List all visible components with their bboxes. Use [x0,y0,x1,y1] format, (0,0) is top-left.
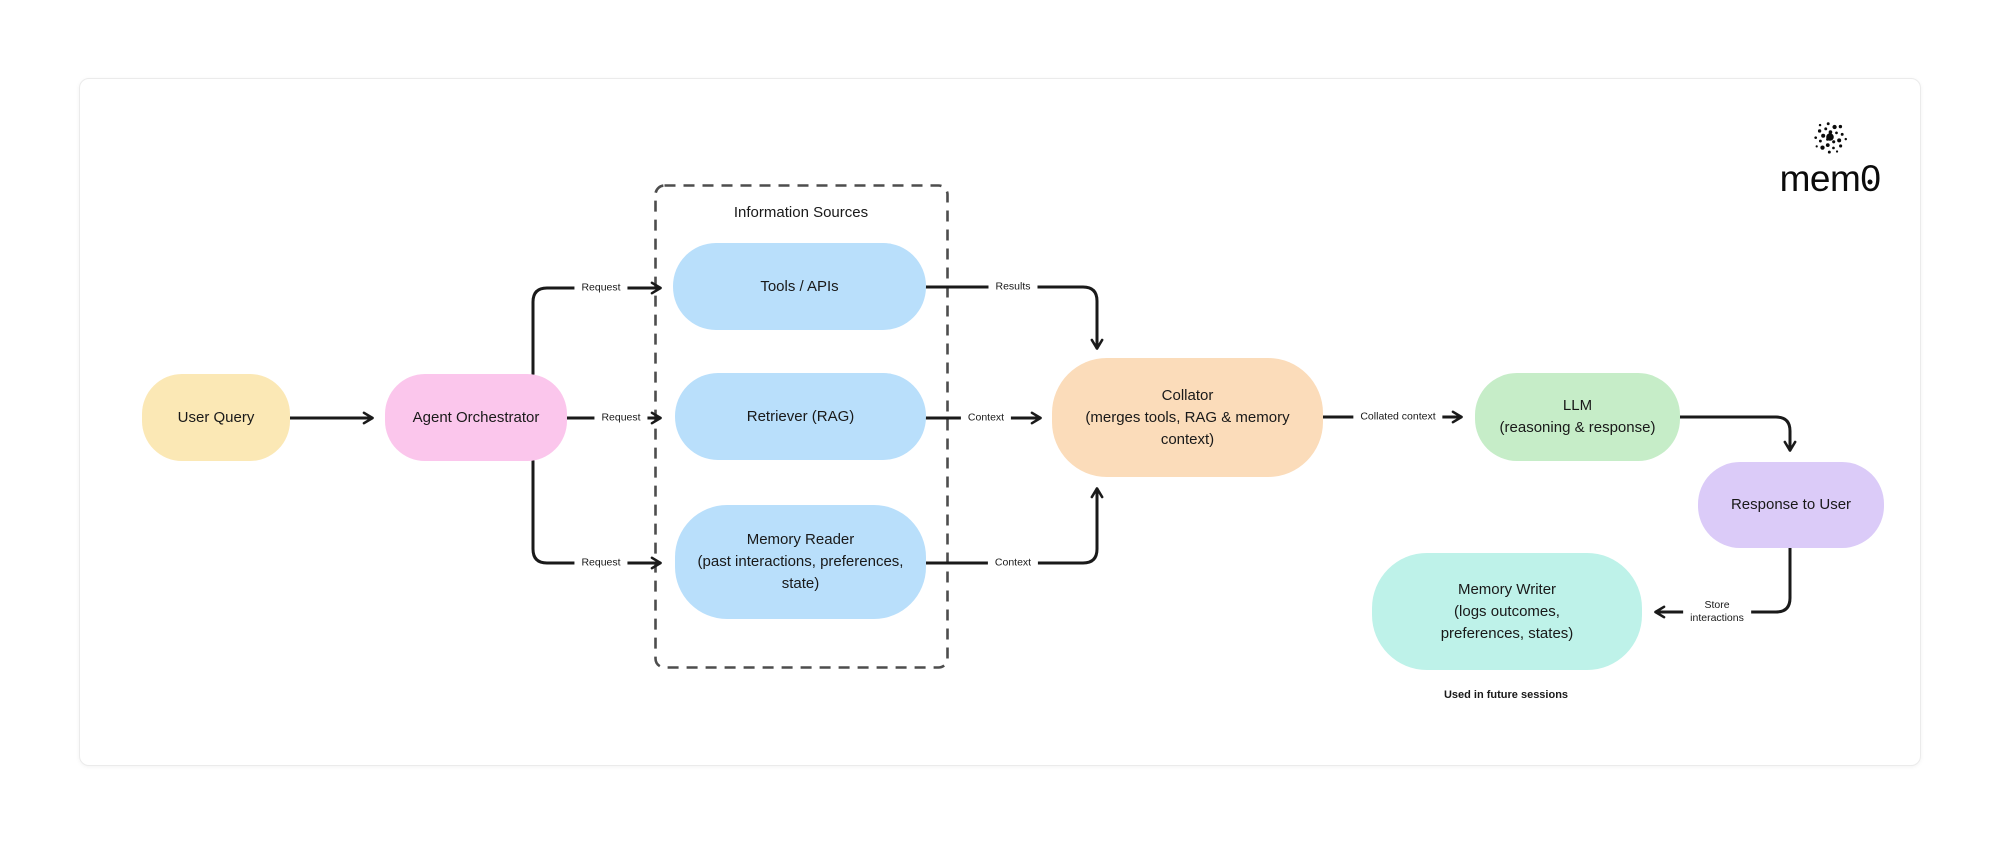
node-label: Agent Orchestrator [412,408,540,426]
node-label: (logs outcomes, [1454,602,1560,620]
node-retriever-rag: Retriever (RAG) [675,373,926,460]
future-sessions-note: Used in future sessions [1443,689,1569,701]
node-label: Collator [1161,386,1214,404]
edge-label-request-bottom: Request [574,554,628,572]
node-label: LLM [1562,397,1593,414]
edge-label-collated-context: Collated context [1353,408,1443,426]
node-label: (reasoning & response) [1499,419,1656,436]
mem0-logo-icon [1814,122,1847,154]
logo-text-zero: 0 [1860,158,1881,199]
node-memory-writer: Memory Writer (logs outcomes, preference… [1372,553,1642,670]
node-label: (past interactions, preferences, [697,553,904,570]
edge-label-request-top: Request [574,279,628,297]
edge-label-context-mid: Context [960,409,1012,427]
edge-label-results: Results [988,278,1038,296]
logo-text-prefix: mem [1779,158,1861,199]
edge-label-context-bottom: Context [987,554,1039,572]
node-user-query: User Query [142,374,290,461]
edge-label-store-interactions: Store interactions [1683,597,1751,627]
information-sources-title: Information Sources [733,204,869,221]
node-label: Memory Writer [1457,580,1557,598]
node-label: Memory Reader [746,531,855,548]
node-label: (merges tools, RAG & memory [1085,408,1290,426]
node-memory-reader: Memory Reader (past interactions, prefer… [675,505,926,619]
node-label: context) [1160,430,1215,448]
node-agent-orchestrator: Agent Orchestrator [385,374,567,461]
mem0-logo: mem 0 [1730,118,1930,210]
node-label: User Query [177,408,255,426]
node-label: Response to User [1730,496,1852,513]
node-label: state) [781,575,820,592]
node-label: preferences, states) [1440,624,1574,642]
node-tools-apis: Tools / APIs [673,243,926,330]
node-collator: Collator (merges tools, RAG & memory con… [1052,358,1323,477]
edge-label-line: interactions [1690,612,1744,624]
edge-label-line: Store [1704,599,1730,611]
node-llm: LLM (reasoning & response) [1475,373,1680,461]
edge-label-request-mid: Request [594,409,648,427]
node-label: Retriever (RAG) [746,407,855,425]
node-label: Tools / APIs [760,277,839,295]
mem0-logo-text: mem 0 [1780,159,1881,199]
node-response-to-user: Response to User [1698,462,1884,548]
